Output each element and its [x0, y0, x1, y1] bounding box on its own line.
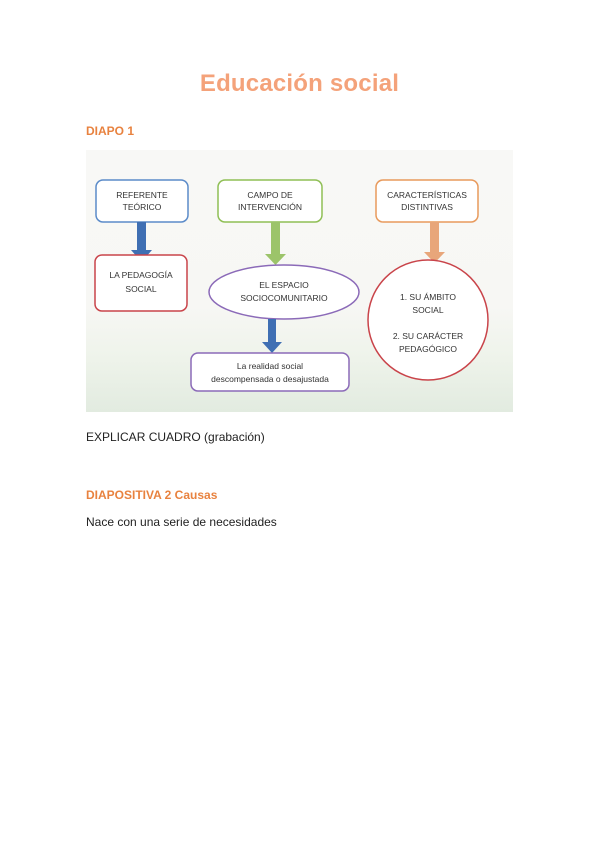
box-caracteristicas-distintivas — [375, 179, 479, 223]
box-campo-intervencion — [217, 179, 323, 223]
box-pedagogia-line1: LA PEDAGOGÍA — [109, 270, 173, 280]
section-heading-diapo-1: DIAPO 1 — [86, 124, 135, 138]
box-campo-line1: CAMPO DE — [247, 190, 293, 200]
ellipse-line2: SOCIOCOMUNITARIO — [240, 293, 328, 303]
box-realidad-line2: descompensada o desajustada — [211, 374, 329, 384]
diagram-svg: REFERENTE TEÓRICO LA PEDAGOGÍA SOCIAL CA… — [94, 179, 489, 392]
box-pedagogia-line2: SOCIAL — [125, 284, 156, 294]
circle-caracteristicas — [367, 259, 489, 381]
box-caracteristicas-line2: DISTINTIVAS — [401, 202, 453, 212]
concept-diagram: REFERENTE TEÓRICO LA PEDAGOGÍA SOCIAL CA… — [86, 150, 513, 412]
arrow-orange — [424, 222, 445, 263]
circle-line2: SOCIAL — [412, 305, 443, 315]
box-campo-line2: INTERVENCIÓN — [238, 202, 302, 212]
ellipse-espacio-sociocomunitario — [208, 264, 360, 320]
note-explicar-cuadro: EXPLICAR CUADRO (grabación) — [86, 430, 265, 444]
arrow-dark-blue — [262, 319, 282, 353]
section-heading-diapositiva-2: DIAPOSITIVA 2 Causas — [86, 488, 218, 502]
page-title: Educación social — [199, 70, 400, 97]
arrow-green — [265, 222, 286, 265]
box-pedagogia-social — [94, 254, 188, 312]
circle-line4: PEDAGÓGICO — [399, 344, 457, 354]
box-referente-line2: TEÓRICO — [123, 202, 162, 212]
ellipse-line1: EL ESPACIO — [259, 280, 309, 290]
box-caracteristicas-line1: CARACTERÍSTICAS — [387, 190, 467, 200]
box-realidad-social — [190, 352, 350, 392]
box-referente-teorico — [95, 179, 189, 223]
paragraph-necesidades: Nace con una serie de necesidades — [86, 515, 277, 529]
circle-line1: 1. SU ÁMBITO — [400, 292, 456, 302]
box-realidad-line1: La realidad social — [237, 361, 303, 371]
circle-line3: 2. SU CARÁCTER — [393, 331, 463, 341]
box-referente-line1: REFERENTE — [116, 190, 168, 200]
